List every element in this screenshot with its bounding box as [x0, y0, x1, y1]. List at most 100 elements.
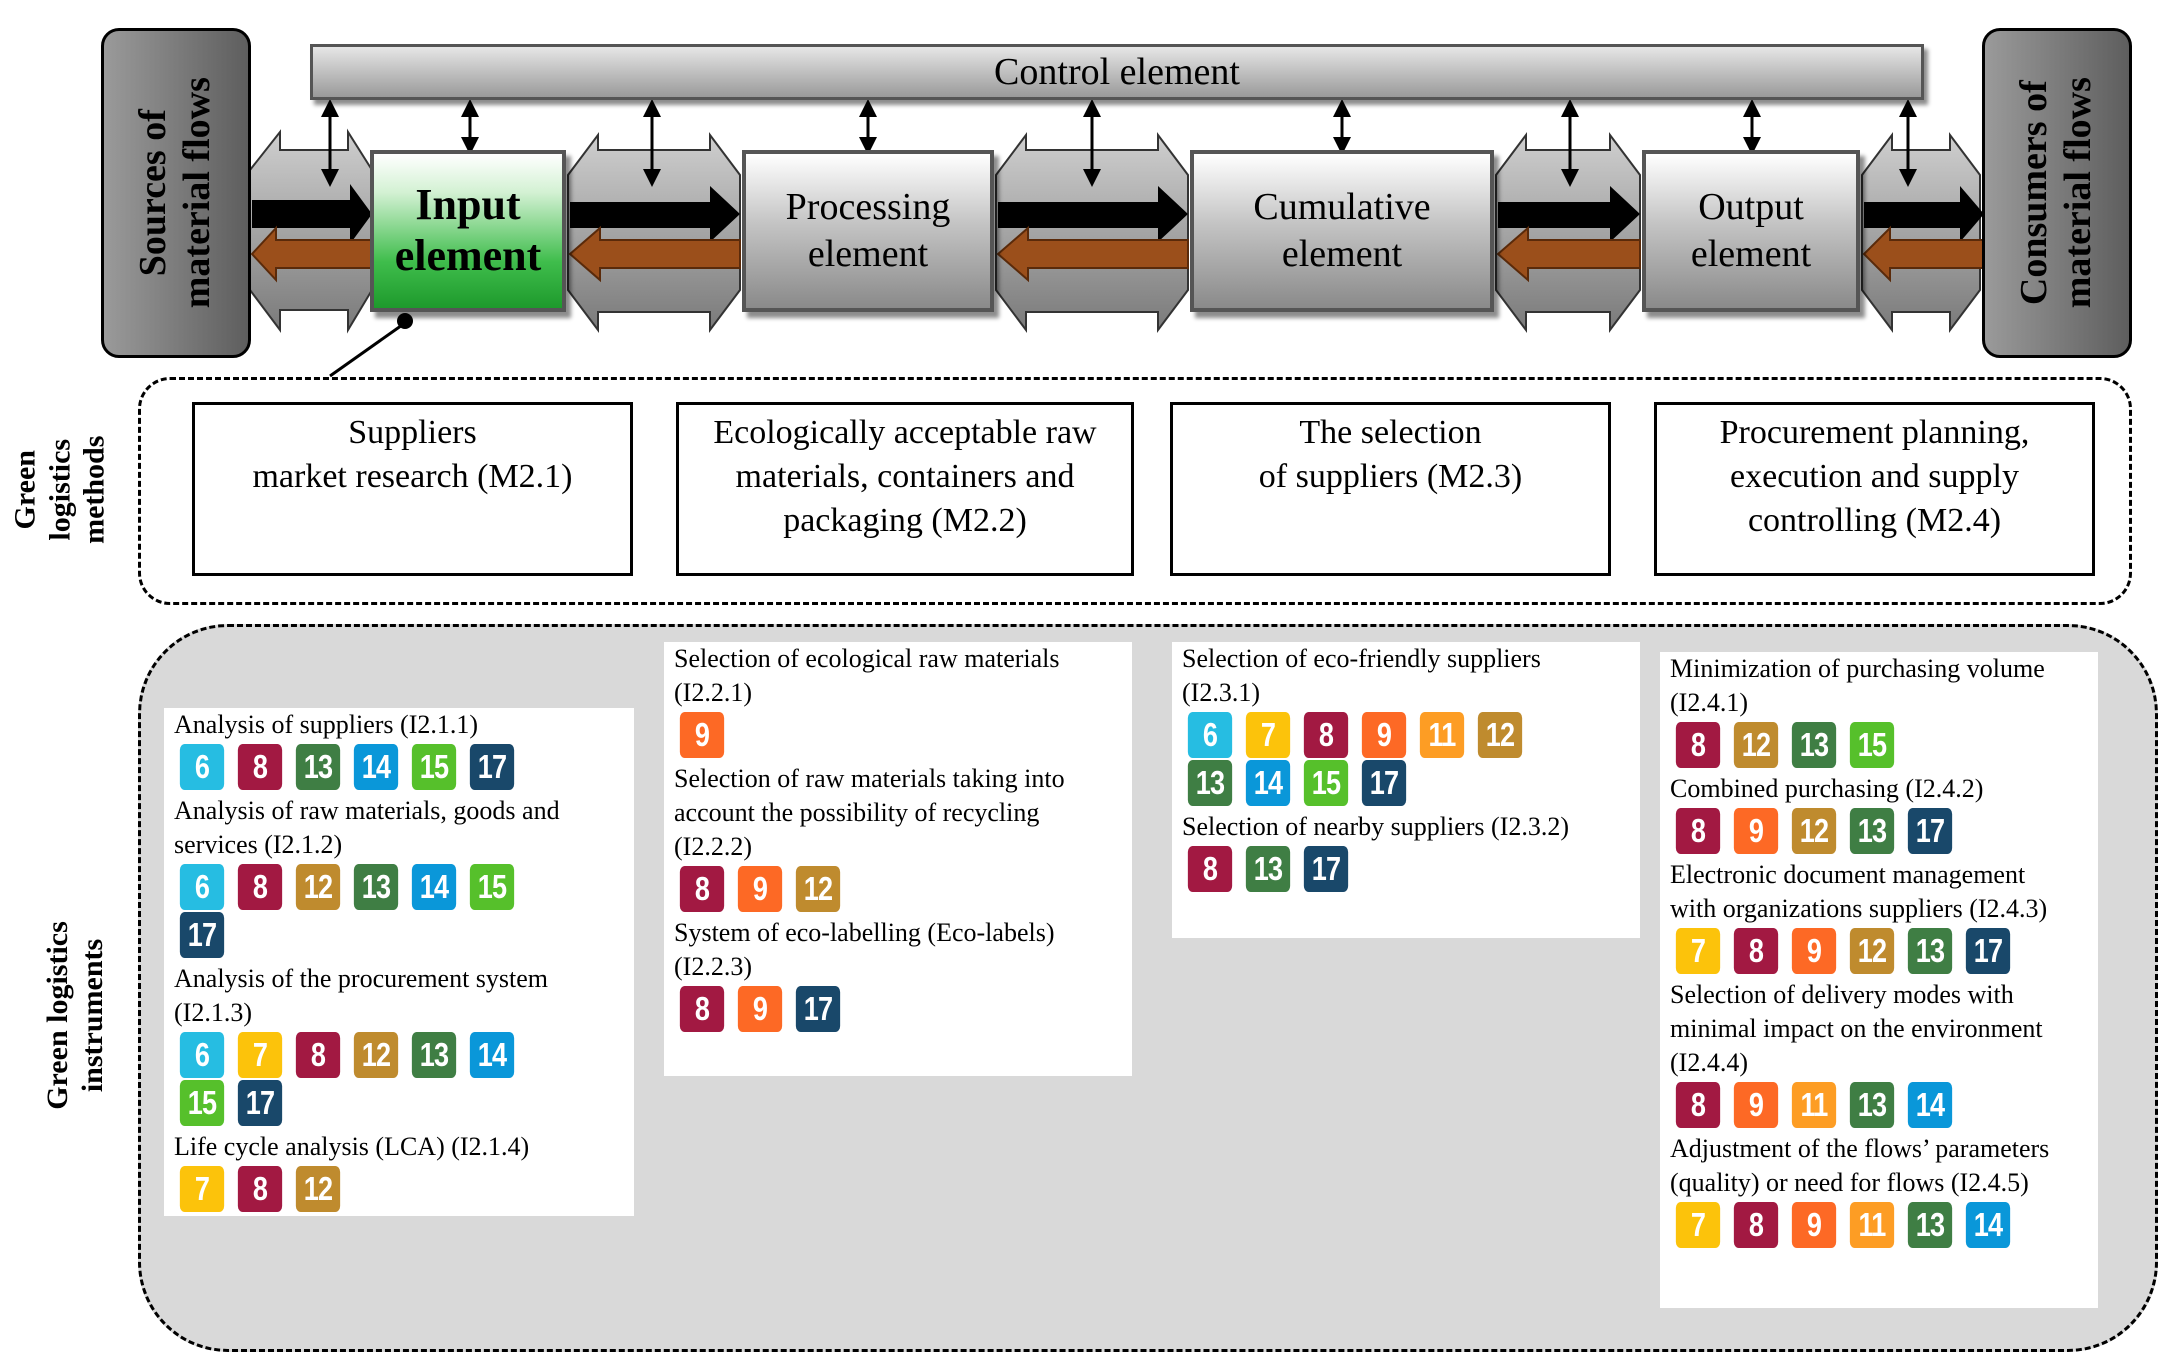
sdg-badge-cell: 8 — [674, 866, 730, 912]
sdg-badge-12: 12 — [1791, 808, 1837, 854]
sdg-badge-cell: 8 — [1728, 928, 1784, 974]
sdg-badge-cell: 8 — [1670, 808, 1726, 854]
sdg-badge-13: 13 — [1187, 760, 1233, 806]
sdg-badge-cell: 12 — [790, 866, 846, 912]
sdg-badge-8: 8 — [1675, 808, 1721, 854]
sdg-badge-cell: 13 — [1240, 846, 1296, 892]
instrument-title: System of eco-labelling (Eco-labels) (I2… — [674, 918, 1055, 981]
sdg-badge-cell: 13 — [1786, 722, 1842, 768]
sdg-badge-cell: 17 — [174, 912, 230, 958]
sdg-badge-9: 9 — [737, 866, 783, 912]
instrument-panel-m2-2: Selection of ecological raw materials (I… — [664, 642, 1132, 1076]
sdg-badge-14: 14 — [353, 744, 399, 790]
sdg-badge-12: 12 — [1733, 722, 1779, 768]
sdg-badge-cell: 13 — [1902, 928, 1958, 974]
sdg-badge-cell: 13 — [406, 1032, 462, 1078]
sdg-badge-9: 9 — [1361, 712, 1407, 758]
sdg-badge-17: 17 — [795, 986, 841, 1032]
sdg-badge-cell: 11 — [1844, 1202, 1900, 1248]
sdg-badge-9: 9 — [679, 712, 725, 758]
sdg-badge-14: 14 — [1907, 1082, 1953, 1128]
methods-side-label-text: Green logistics methods — [8, 435, 111, 545]
sdg-badge-9: 9 — [737, 986, 783, 1032]
sdg-badge-12: 12 — [1849, 928, 1895, 974]
sdg-badge-cell: 15 — [1298, 760, 1354, 806]
sdg-badge-7: 7 — [1245, 712, 1291, 758]
sdg-badge-13: 13 — [1791, 722, 1837, 768]
instrument-panel-m2-4: Minimization of purchasing volume (I2.4.… — [1660, 652, 2098, 1308]
sdg-badge-cell: 17 — [1298, 846, 1354, 892]
sdg-badge-cell: 12 — [348, 1032, 404, 1078]
sdg-badge-cell: 13 — [1844, 1082, 1900, 1128]
sdg-badge-cell: 17 — [790, 986, 846, 1032]
input-pointer — [329, 313, 413, 378]
sdg-badge-7: 7 — [237, 1032, 283, 1078]
cumulative-element-label: Cumulative element — [1253, 185, 1431, 276]
sdg-badge-cell: 12 — [290, 1166, 346, 1212]
sdg-badge-cell: 14 — [1960, 1202, 2016, 1248]
sdg-badge-14: 14 — [1965, 1202, 2011, 1248]
sources-label: Sources of material flows — [132, 77, 219, 309]
double-arrow-gap-1 — [249, 128, 373, 334]
sdg-badge-11: 11 — [1791, 1082, 1837, 1128]
output-element-label: Output element — [1690, 185, 1812, 276]
processing-element-label: Processing element — [785, 185, 951, 276]
instrument-title: Life cycle analysis (LCA) (I2.1.4) — [174, 1132, 530, 1161]
sdg-badge-8: 8 — [1675, 722, 1721, 768]
instrument-panel-m2-3: Selection of eco-friendly suppliers (I2.… — [1172, 642, 1640, 938]
sdg-badge-cell: 9 — [732, 866, 788, 912]
sdg-badge-cell: 6 — [1182, 712, 1238, 758]
sdg-badge-cell: 14 — [1240, 760, 1296, 806]
sdg-badge-13: 13 — [1907, 928, 1953, 974]
sdg-badge-7: 7 — [1675, 928, 1721, 974]
sdg-badge-cell: 12 — [1844, 928, 1900, 974]
sdg-badge-cell: 9 — [1356, 712, 1412, 758]
sdg-badge-17: 17 — [469, 744, 515, 790]
sdg-badge-cell: 13 — [1844, 808, 1900, 854]
sdg-badge-row: 8 12 13 15 — [1670, 722, 2042, 768]
sdg-badge-13: 13 — [353, 864, 399, 910]
sdg-badge-cell: 8 — [1728, 1202, 1784, 1248]
sdg-badge-cell: 7 — [1670, 928, 1726, 974]
instrument-title: Analysis of suppliers (I2.1.1) — [174, 710, 479, 739]
sdg-badge-15: 15 — [469, 864, 515, 910]
instrument-title: Analysis of raw materials, goods and ser… — [174, 796, 560, 859]
sdg-badge-cell: 8 — [674, 986, 730, 1032]
sdg-badge-row: 9 — [674, 712, 1046, 758]
sdg-badge-15: 15 — [1303, 760, 1349, 806]
sdg-badge-cell: 9 — [1786, 1202, 1842, 1248]
instrument-title: Minimization of purchasing volume (I2.4.… — [1670, 654, 2045, 717]
sdg-badge-cell: 8 — [1670, 722, 1726, 768]
control-element: Control element — [310, 44, 1924, 100]
sdg-badge-cell: 17 — [464, 744, 520, 790]
sdg-badge-8: 8 — [1675, 1082, 1721, 1128]
sdg-badge-17: 17 — [179, 912, 225, 958]
sdg-badge-cell: 11 — [1786, 1082, 1842, 1128]
sdg-badge-7: 7 — [179, 1166, 225, 1212]
sdg-badge-8: 8 — [1187, 846, 1233, 892]
sdg-badge-cell: 12 — [290, 864, 346, 910]
sdg-badge-cell: 15 — [1844, 722, 1900, 768]
sdg-badge-13: 13 — [1849, 1082, 1895, 1128]
double-arrow-gap-4 — [1495, 132, 1641, 333]
method-box-m2-1: Suppliers market research (M2.1) — [192, 402, 633, 576]
sdg-badge-cell: 12 — [1728, 722, 1784, 768]
sdg-badge-12: 12 — [795, 866, 841, 912]
double-arrow-gap-2 — [567, 132, 741, 333]
sdg-badge-17: 17 — [1361, 760, 1407, 806]
input-element: Input element — [370, 150, 566, 312]
sdg-badge-cell: 17 — [1960, 928, 2016, 974]
sdg-badge-8: 8 — [679, 986, 725, 1032]
sdg-badge-cell: 6 — [174, 1032, 230, 1078]
sdg-badge-cell: 13 — [1902, 1202, 1958, 1248]
sdg-badge-cell: 15 — [174, 1080, 230, 1126]
sdg-badge-8: 8 — [237, 864, 283, 910]
sdg-badge-15: 15 — [1849, 722, 1895, 768]
sdg-badge-9: 9 — [1733, 808, 1779, 854]
sdg-badge-12: 12 — [353, 1032, 399, 1078]
